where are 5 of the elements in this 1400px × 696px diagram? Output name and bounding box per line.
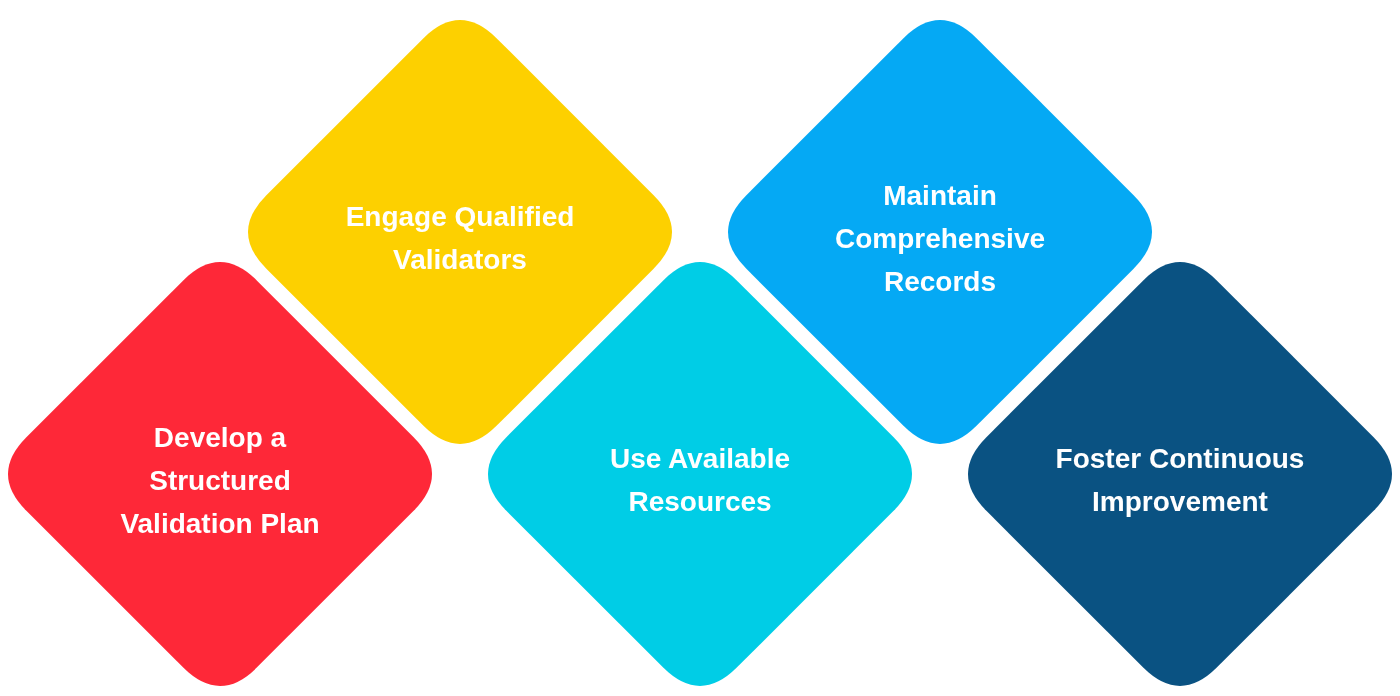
diamond-label: Maintain Comprehensive Records — [833, 178, 1047, 299]
diamond-label: Use Available Resources — [609, 442, 791, 519]
diamond-label: Engage Qualified Validators — [344, 200, 576, 277]
diamond-label: Foster Continuous Improvement — [1054, 442, 1306, 519]
diamond-label: Develop a Structured Validation Plan — [119, 420, 321, 541]
